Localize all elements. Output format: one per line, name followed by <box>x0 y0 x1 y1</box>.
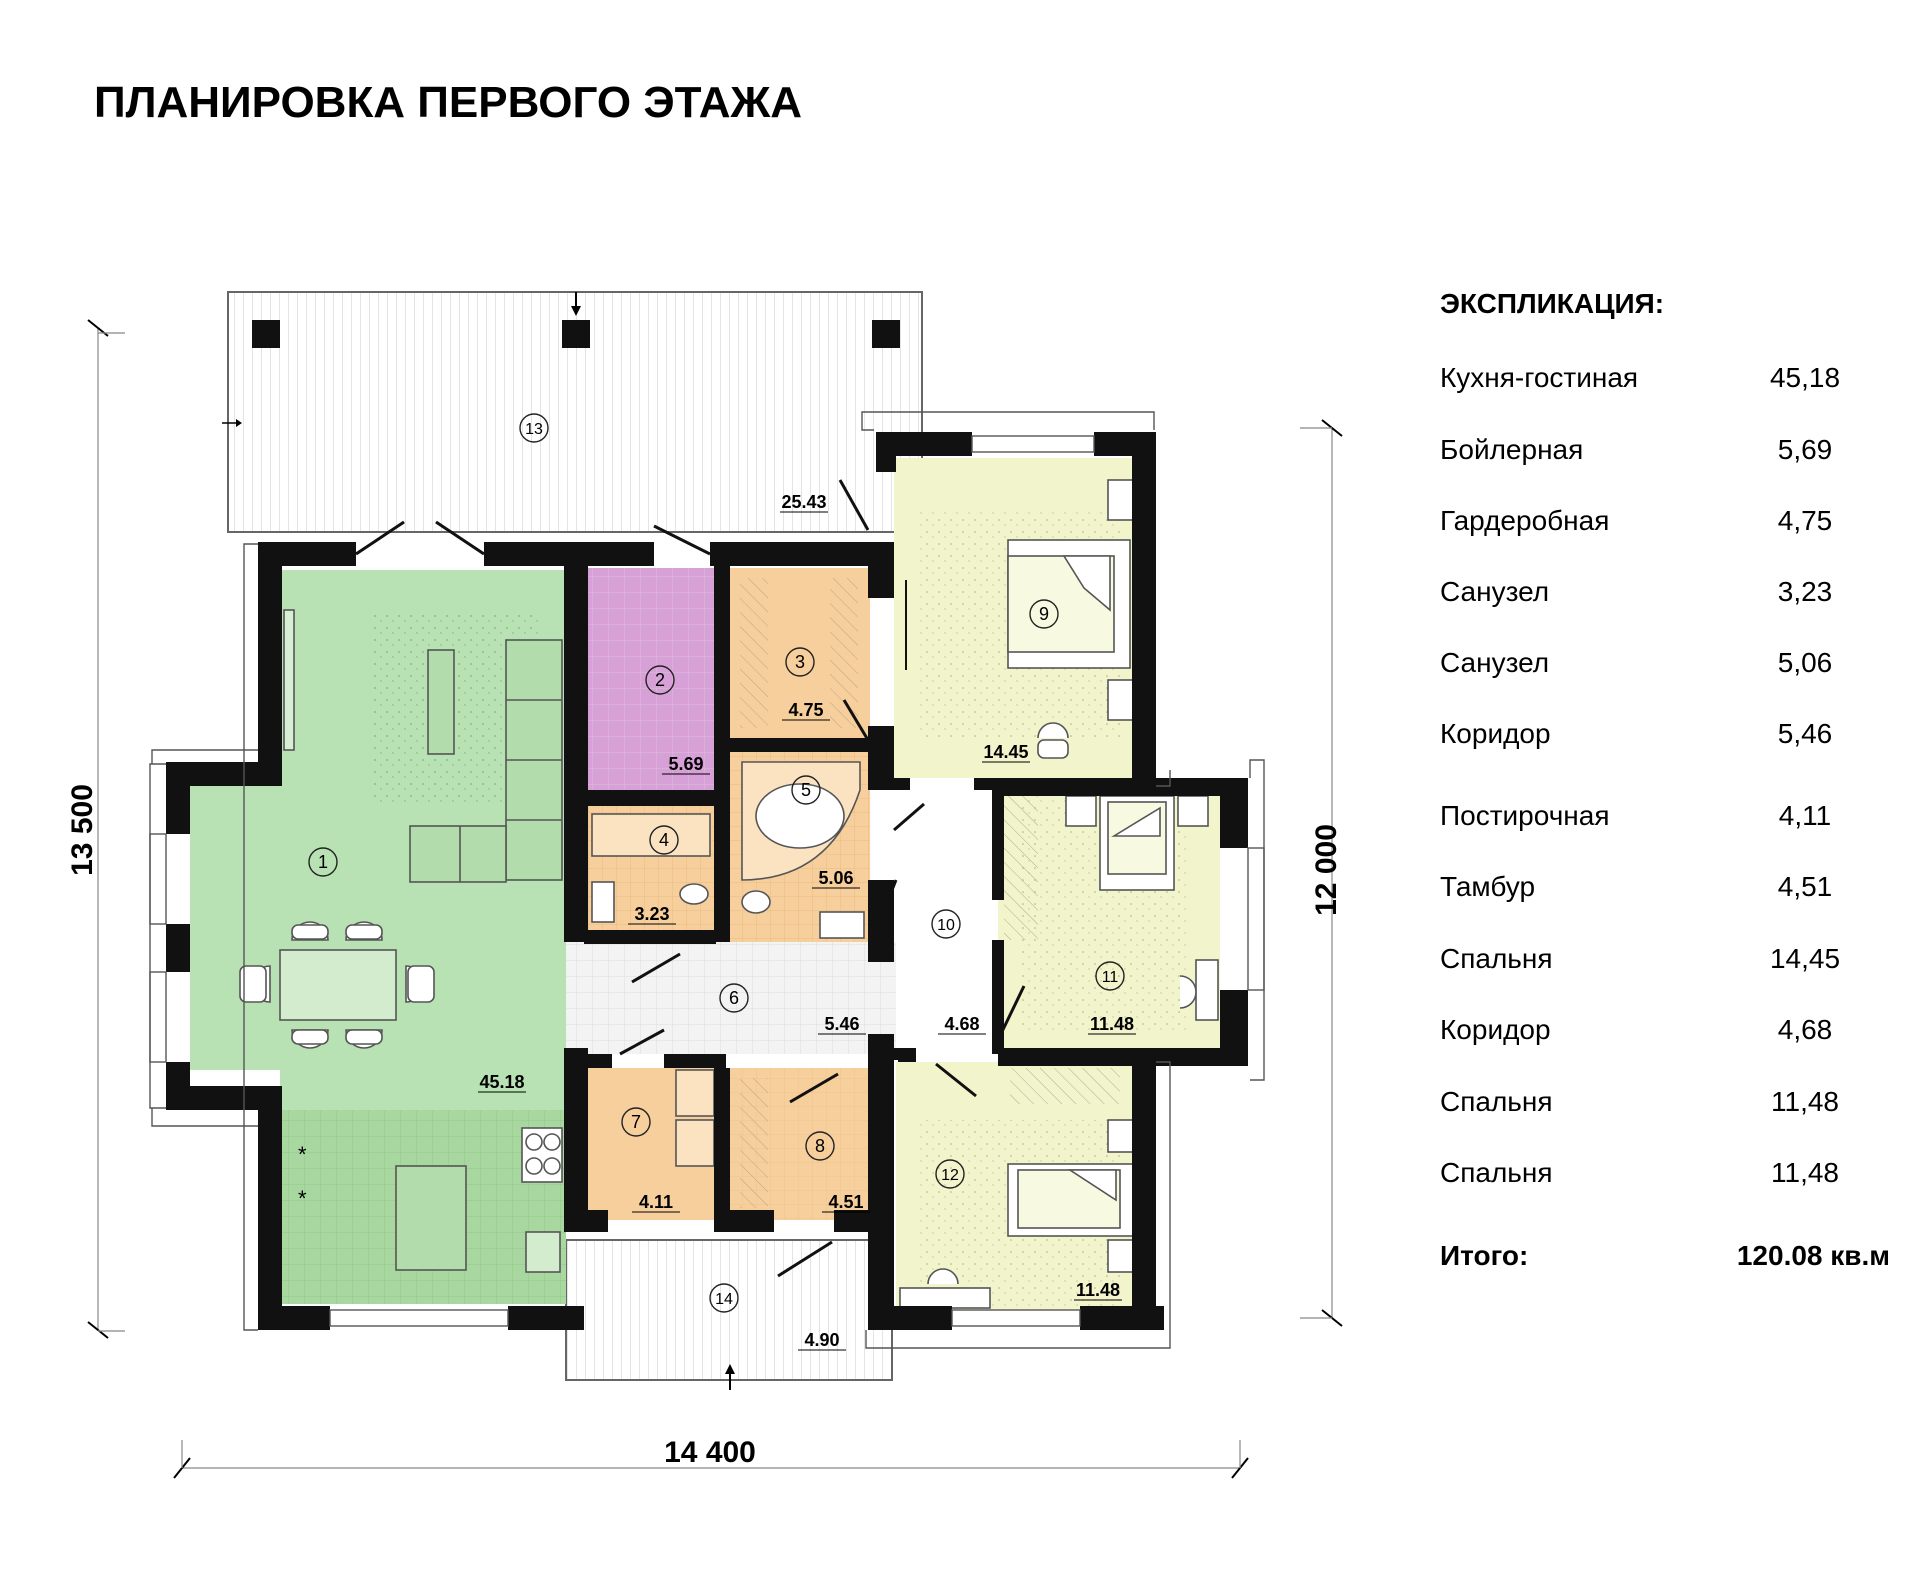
terrace-13 <box>222 291 923 533</box>
room-number-circle <box>308 847 338 877</box>
legend-row: Постирочная 4,11 <box>1440 800 1890 840</box>
room-area-9: 14.45 <box>983 742 1028 762</box>
room-number-10: 10 <box>937 917 955 934</box>
legend-row: Санузел 5,06 <box>1440 647 1890 687</box>
legend-room-area: 5,06 <box>1777 647 1833 678</box>
legend-room-name: Санузел <box>1440 576 1550 607</box>
page-title: ПЛАНИРОВКА ПЕРВОГО ЭТАЖА <box>94 78 803 127</box>
legend-title: ЭКСПЛИКАЦИЯ: <box>1440 288 1665 319</box>
legend-row: Бойлерная 5,69 <box>1440 434 1890 474</box>
legend-total: Итого: 120.08 кв.м <box>1440 1240 1890 1280</box>
legend-room-area: 4,51 <box>1777 871 1833 902</box>
room-number-9: 9 <box>1039 604 1049 624</box>
legend-room-area: 11,48 <box>1771 1086 1839 1117</box>
room-number-circle <box>785 647 815 677</box>
dimension-right: 12 000 <box>1310 824 1343 916</box>
legend-room-area: 4,11 <box>1778 800 1832 831</box>
legend-row: Спальня 11,48 <box>1440 1086 1890 1126</box>
room-number-7: 7 <box>631 1112 641 1132</box>
legend-room-name: Гардеробная <box>1440 505 1610 536</box>
room-number-5: 5 <box>801 780 811 800</box>
room-number-14: 14 <box>715 1291 733 1308</box>
room-number-2: 2 <box>655 670 665 690</box>
porch-14 <box>565 1239 893 1390</box>
room-area-8: 4.51 <box>828 1192 863 1212</box>
doors <box>355 479 1026 1278</box>
room-number-1: 1 <box>318 852 328 872</box>
room-area-14: 4.90 <box>804 1330 839 1350</box>
room-number-12: 12 <box>941 1167 959 1184</box>
legend-room-name: Санузел <box>1440 647 1550 678</box>
room-number-circle <box>805 1131 835 1161</box>
room-number-circle <box>519 413 549 443</box>
room-number-13: 13 <box>525 421 543 438</box>
room-number-4: 4 <box>659 830 669 850</box>
room-number-11: 11 <box>1102 969 1119 986</box>
legend-room-name: Спальня <box>1440 943 1553 974</box>
room-number-circle <box>931 909 961 939</box>
legend-room-area: 11,48 <box>1771 1157 1839 1188</box>
room-number-circle <box>709 1283 739 1313</box>
legend-room-name: Бойлерная <box>1440 434 1584 465</box>
room-area-4: 3.23 <box>634 904 669 924</box>
legend-room-name: Спальня <box>1440 1157 1553 1188</box>
svg-text:*: * <box>298 1142 307 1167</box>
room-number-circle <box>719 983 749 1013</box>
legend-room-area: 14,45 <box>1769 943 1841 974</box>
walls <box>166 432 1248 1330</box>
legend-row: Коридор 5,46 <box>1440 718 1890 758</box>
legend-room-name: Спальня <box>1440 1086 1553 1117</box>
room-number-circle <box>649 825 679 855</box>
legend-room-area: 3,23 <box>1777 576 1833 607</box>
legend-row: Гардеробная 4,75 <box>1440 505 1890 545</box>
legend-room-name: Тамбур <box>1440 871 1536 902</box>
legend-total-label: Итого: <box>1440 1240 1529 1271</box>
dimension-lines <box>87 319 1343 1479</box>
legend-room-area: 5,46 <box>1777 718 1833 749</box>
legend-room-name: Коридор <box>1440 1014 1551 1045</box>
room-number-circle <box>1095 961 1125 991</box>
legend-room-area: 45,18 <box>1769 362 1841 393</box>
legend-row: Спальня 14,45 <box>1440 943 1890 983</box>
room-number-8: 8 <box>815 1136 825 1156</box>
legend-row: Кухня-гостиная 45,18 <box>1440 362 1890 402</box>
legend-row: Спальня 11,48 <box>1440 1157 1890 1197</box>
legend-row: Тамбур 4,51 <box>1440 871 1890 911</box>
legend-room-name: Кухня-гостиная <box>1440 362 1639 393</box>
room-number-circle <box>791 775 821 805</box>
room-area-13: 25.43 <box>781 492 826 512</box>
legend-room-area: 4,68 <box>1777 1014 1833 1045</box>
legend-total-value: 120.08 кв.м <box>1736 1240 1890 1271</box>
room-area-12: 11.48 <box>1076 1280 1120 1300</box>
room-area-6: 5.46 <box>824 1014 859 1034</box>
windows <box>149 411 1265 1349</box>
legend-room-area: 5,69 <box>1777 434 1833 465</box>
furniture: * * <box>239 479 1219 1309</box>
room-area-7: 4.11 <box>639 1192 673 1212</box>
room-area-11: 11.48 <box>1090 1014 1134 1034</box>
legend-room-area: 4,75 <box>1777 505 1833 536</box>
chair-icon <box>239 921 435 1049</box>
room-labels: 1 45.18 2 5.69 3 4.75 4 3.23 5 5.06 6 5.46 7 4.11 8 4.5… <box>308 413 1136 1351</box>
dimension-bottom: 14 400 <box>664 1436 756 1469</box>
room-number-circle <box>935 1159 965 1189</box>
room-number-circle <box>621 1107 651 1137</box>
room-number-3: 3 <box>795 652 805 672</box>
room-area-3: 4.75 <box>788 700 823 720</box>
legend-row: Санузел 3,23 <box>1440 576 1890 616</box>
svg-text:*: * <box>298 1186 307 1211</box>
room-area-2: 5.69 <box>668 754 703 774</box>
room-number-circle <box>1029 599 1059 629</box>
dimension-left: 13 500 <box>66 784 99 876</box>
legend-room-name: Коридор <box>1440 718 1551 749</box>
room-number-circle <box>645 665 675 695</box>
room-number-6: 6 <box>729 988 739 1008</box>
room-area-5: 5.06 <box>818 868 853 888</box>
room-area-10: 4.68 <box>944 1014 979 1034</box>
legend-room-name: Постирочная <box>1440 800 1610 831</box>
legend-row: Коридор 4,68 <box>1440 1014 1890 1054</box>
room-area-1: 45.18 <box>479 1072 524 1092</box>
